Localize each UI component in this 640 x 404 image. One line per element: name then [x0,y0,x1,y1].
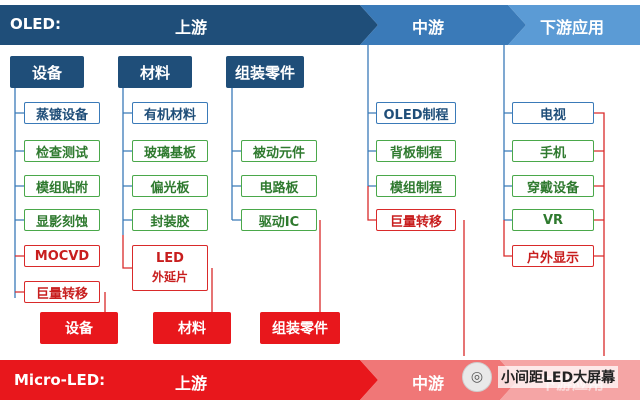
assembly-header: 组装零件 [226,56,304,88]
equipment-header: 设备 [10,56,84,88]
equipment-red-item: MOCVD [24,245,100,267]
led-label: LED [156,251,184,266]
assembly-item: 被动元件 [241,140,317,162]
microled-midstream-label: 中游 [412,374,445,393]
equipment-item: 检查测试 [24,140,100,162]
microled-equipment-box: 设备 [40,312,118,344]
equipment-item: 显影刻蚀 [24,209,100,231]
midstream-item: OLED制程 [376,102,456,124]
downstream-item: VR [512,209,594,231]
oled-label: OLED: [10,15,62,33]
midstream-red-item: 巨量转移 [376,209,456,231]
materials-item: 玻璃基板 [132,140,208,162]
equipment-item: 蒸镀设备 [24,102,100,124]
downstream-red-item: 户外显示 [512,245,594,267]
epitaxial-wafer-label: 外延片 [151,270,188,284]
microled-materials-box: 材料 [153,312,231,344]
materials-red-item: LED 外延片 [132,245,208,291]
materials-item: 偏光板 [132,175,208,197]
oled-upstream-label: 上游 [175,18,208,37]
materials-header: 材料 [118,56,192,88]
equipment-item: 模组贴附 [24,175,100,197]
watermark-text: 小间距LED大屏幕 [498,366,619,388]
downstream-item: 电视 [512,102,594,124]
downstream-item: 穿戴设备 [512,175,594,197]
oled-downstream-label: 下游应用 [540,18,605,37]
midstream-item: 模组制程 [376,175,456,197]
downstream-item: 手机 [512,140,594,162]
assembly-item: 电路板 [241,175,317,197]
equipment-red-item: 巨量转移 [24,281,100,303]
microled-label: Micro-LED: [14,371,106,389]
wechat-logo-icon: ◎ [462,362,492,392]
oled-midstream-label: 中游 [412,18,445,37]
microled-assembly-box: 组装零件 [260,312,340,344]
materials-item: 封装胶 [132,209,208,231]
assembly-item: 驱动IC [241,209,317,231]
midstream-item: 背板制程 [376,140,456,162]
microled-upstream-label: 上游 [175,374,208,393]
watermark: ◎ 小间距LED大屏幕 [462,357,638,397]
materials-item: 有机材料 [132,102,208,124]
